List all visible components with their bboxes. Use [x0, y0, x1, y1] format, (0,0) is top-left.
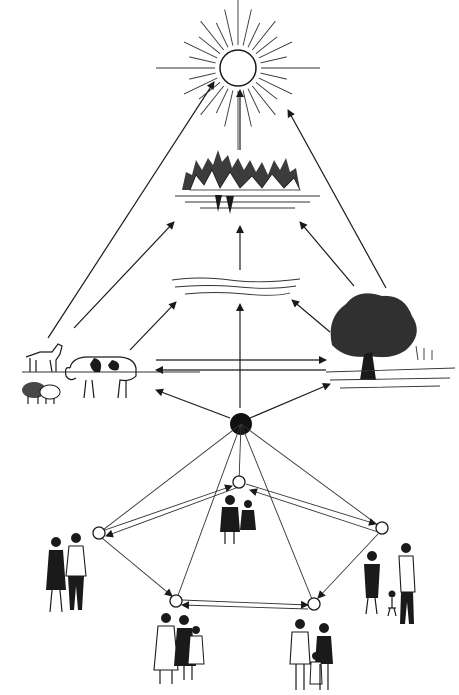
node-left [93, 527, 105, 539]
sun-icon [156, 0, 320, 150]
sun-ray [189, 73, 215, 79]
sun-ray [252, 86, 275, 115]
sun-ray [201, 86, 224, 115]
tree-icon [326, 293, 455, 388]
family-bottom-left-icon [154, 613, 204, 684]
sun-ray [243, 90, 251, 126]
arrows-to-mountains [74, 222, 354, 328]
sun-ray [184, 42, 217, 58]
sun-ray [201, 21, 224, 50]
sun-ray [259, 42, 292, 58]
node-right [376, 522, 388, 534]
sun-ray [225, 10, 233, 46]
sun-ray [225, 90, 233, 126]
hub-arrows [156, 384, 330, 418]
node-center [233, 476, 245, 488]
node-bottom-right [308, 598, 320, 610]
arrows-to-sun [48, 82, 386, 338]
family-right-icon [364, 543, 415, 624]
sun-ray [260, 73, 286, 79]
node-bottom-left [170, 595, 182, 607]
family-center-icon [220, 495, 256, 544]
sun-ray [189, 57, 215, 63]
sun-ray [252, 21, 275, 50]
sun-ray [259, 78, 292, 94]
sun-ray [184, 78, 217, 94]
sun-ray [260, 57, 286, 63]
arrows-animals-tree [156, 360, 326, 370]
family-bottom-right-icon [290, 619, 333, 690]
mountains-icon [175, 150, 320, 214]
sun-ray [243, 10, 251, 46]
water-icon [172, 278, 300, 295]
couple-icon [46, 533, 86, 612]
livestock-icon [22, 344, 200, 404]
family-network [99, 424, 382, 609]
